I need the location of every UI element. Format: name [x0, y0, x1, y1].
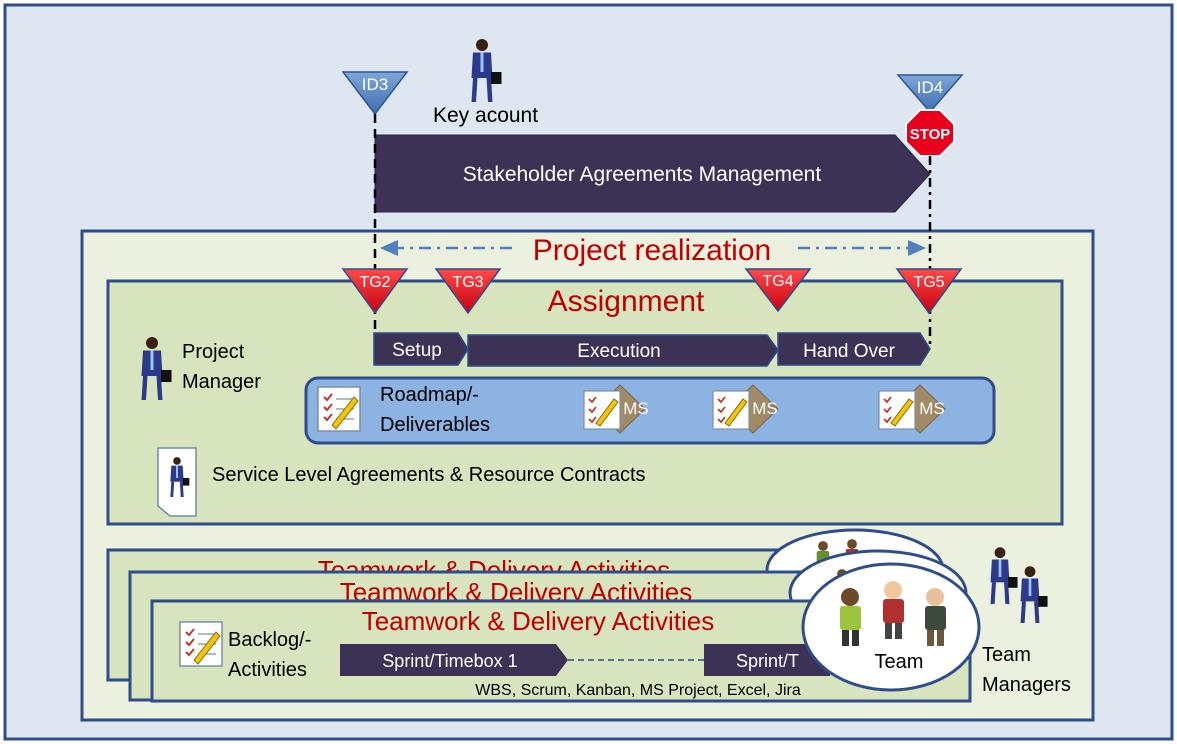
phase-execution: Execution — [467, 334, 779, 367]
project-manager-label-line2: Manager — [182, 371, 261, 393]
roadmap-document-icon — [317, 386, 361, 432]
milestone-3-label: MS — [919, 399, 945, 418]
gate-tg4-label: TG4 — [762, 273, 793, 290]
gate-id4: ID4 — [896, 74, 964, 114]
teamwork-title-front: Teamwork & Delivery Activities — [362, 606, 715, 636]
roadmap-deliverables-box — [304, 376, 996, 445]
milestone-2-label: MS — [752, 399, 778, 418]
gate-tg5: TG5 — [895, 268, 963, 315]
sprint-2-label: Sprint/T — [736, 651, 799, 671]
backlog-label-line2: Activities — [228, 659, 307, 681]
gate-id4-label: ID4 — [917, 78, 943, 97]
milestone-2-document-icon — [712, 390, 750, 430]
assignment-title: Assignment — [548, 285, 705, 318]
gate-id3: ID3 — [341, 71, 409, 116]
backlog-label-line1: Backlog/- — [228, 629, 311, 651]
gate-tg5-label: TG5 — [913, 274, 944, 291]
key-account-label: Key acount — [433, 104, 538, 127]
milestone-3: MS — [878, 384, 946, 434]
stop-sign-label: STOP — [910, 126, 951, 143]
project-realization-span-arrow — [380, 240, 926, 256]
milestone-3-document-icon — [878, 390, 916, 430]
gate-id3-triangle-icon — [341, 71, 409, 116]
roadmap-label-line2: Deliverables — [380, 414, 490, 436]
roadmap-label-line1: Roadmap/- — [380, 384, 479, 406]
team-label: Team — [875, 651, 924, 673]
phase-setup-label: Setup — [392, 340, 442, 361]
sprint-1: Sprint/Timebox 1 — [340, 644, 568, 676]
team-bubble-front: Team — [801, 562, 981, 692]
tools-label: WBS, Scrum, Kanban, MS Project, Excel, J… — [475, 682, 801, 699]
sla-document-icon — [157, 447, 197, 517]
team-member-1-icon — [840, 588, 861, 646]
gate-tg2-label: TG2 — [359, 274, 390, 291]
milestone-1-document-icon — [583, 390, 621, 430]
phase-execution-label: Execution — [577, 341, 660, 362]
stakeholder-agreements-bar: Stakeholder Agreements Management — [374, 134, 931, 213]
stakeholder-bar-label: Stakeholder Agreements Management — [463, 163, 822, 186]
project-manager-label-line1: Project — [182, 341, 245, 363]
stop-sign-icon: STOP — [905, 109, 955, 157]
gate-tg2: TG2 — [341, 268, 409, 315]
team-member-3-icon — [925, 588, 946, 646]
team-managers-label-line1: Team — [982, 644, 1031, 666]
team-managers-label-line2: Managers — [982, 674, 1071, 696]
phase-hand-over: Hand Over — [777, 332, 931, 366]
gate-id3-label: ID3 — [362, 75, 388, 94]
sprint-2: Sprint/T — [704, 644, 830, 676]
gate-tg3-triangle-icon — [434, 268, 502, 315]
milestone-2: MS — [712, 384, 779, 434]
milestone-1-label: MS — [623, 399, 649, 418]
gate-tg2-triangle-icon — [341, 268, 409, 315]
phase-setup: Setup — [373, 332, 469, 366]
phase-hand-over-label: Hand Over — [803, 341, 896, 362]
gate-tg3: TG3 — [434, 268, 502, 315]
gate-tg4: TG4 — [744, 268, 812, 313]
milestone-1: MS — [583, 384, 649, 434]
gate-tg4-triangle-icon — [744, 268, 812, 313]
gate-tg3-label: TG3 — [452, 274, 483, 291]
sla-label: Service Level Agreements & Resource Cont… — [212, 464, 646, 486]
sprint-1-label: Sprint/Timebox 1 — [382, 651, 517, 671]
team-member-2-icon — [883, 581, 904, 639]
project-realization-title: Project realization — [533, 234, 771, 267]
gate-id4-triangle-icon — [896, 74, 964, 114]
gate-tg5-triangle-icon — [895, 268, 963, 315]
backlog-document-icon — [179, 621, 223, 667]
